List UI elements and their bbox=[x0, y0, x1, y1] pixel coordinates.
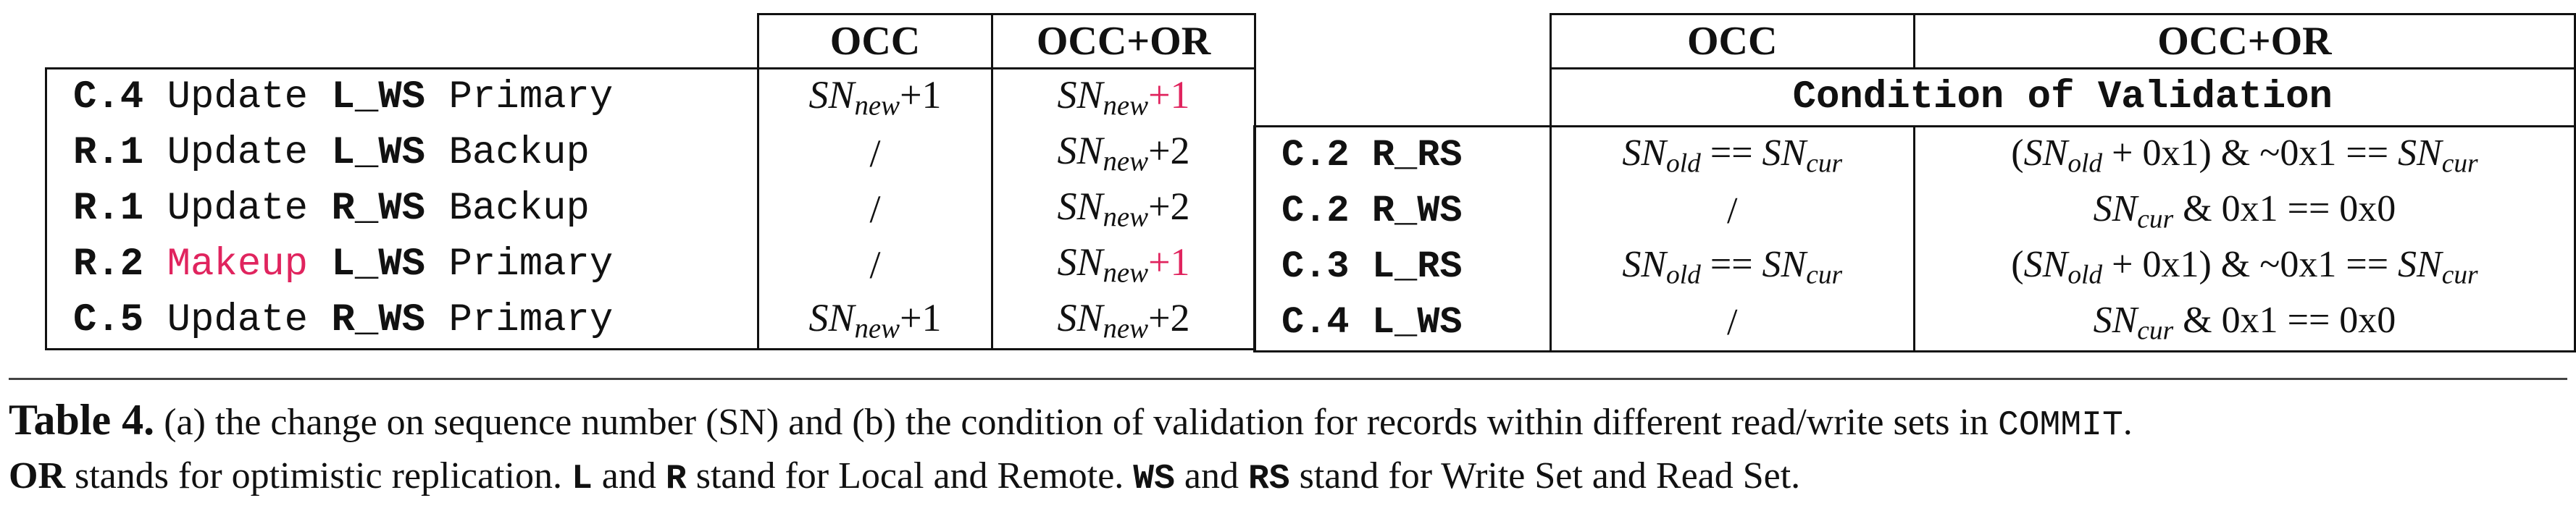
table-a-occ-cell: / bbox=[758, 181, 993, 237]
table-caption: Table 4. (a) the change on sequence numb… bbox=[9, 394, 2566, 504]
op-set: R_WS bbox=[331, 298, 426, 342]
caption-lr-text: stand for Local and Remote. bbox=[695, 455, 1124, 497]
op-kind: Backup bbox=[448, 131, 590, 175]
table-a-occ-or-cell: SNnew+1 bbox=[1057, 73, 1190, 122]
op-verb: Update bbox=[167, 131, 309, 175]
table-b-set: C.4 L_WS bbox=[1254, 295, 1552, 352]
table-a-row: R.1 Update L_WS Backup/SNnew+2 bbox=[46, 125, 1255, 181]
caption-divider bbox=[9, 378, 2567, 380]
caption-l-abbr: L bbox=[571, 460, 593, 499]
caption-line-1: Table 4. (a) the change on sequence numb… bbox=[9, 394, 2566, 451]
table-b-validation-condition: OCC OCC+OR Condition of Validation C.2 R… bbox=[1253, 13, 2576, 352]
table-b-header-occ: OCC bbox=[1549, 13, 1915, 69]
table-a-operation: R.1 Update L_WS Backup bbox=[46, 125, 759, 181]
table-a-header-occ-or: OCC+OR bbox=[991, 13, 1256, 69]
table-a-operation: R.2 Makeup L_WS Primary bbox=[46, 237, 759, 292]
table-b-empty-corner-2 bbox=[1255, 69, 1551, 127]
table-a-occ-cell: SNnew+1 bbox=[758, 68, 993, 125]
op-id: R.1 bbox=[73, 131, 144, 175]
op-kind: Primary bbox=[448, 298, 614, 342]
op-kind: Primary bbox=[448, 75, 614, 119]
table-a-operation: R.1 Update R_WS Backup bbox=[46, 181, 759, 237]
table-a-empty-corner bbox=[46, 14, 758, 69]
table-a-occ-cell: / bbox=[758, 125, 993, 181]
table-b-row: C.2 R_WS/ SNcur & 0x1 == 0x0 bbox=[1254, 183, 2575, 239]
op-kind: Backup bbox=[448, 187, 590, 231]
caption-or-abbr: OR bbox=[9, 455, 65, 497]
table-a-operation: C.4 Update L_WS Primary bbox=[46, 68, 759, 125]
table-a-operation: C.5 Update R_WS Primary bbox=[46, 292, 759, 350]
caption-or-text: stands for optimistic replication. bbox=[75, 455, 562, 497]
op-id: C.5 bbox=[73, 298, 144, 342]
table-a-occ-or-cell: SNnew+2 bbox=[1057, 129, 1190, 177]
table-b-occ-cell: / bbox=[1550, 295, 1915, 352]
table-b-occ-or-cell: SNcur & 0x1 == 0x0 bbox=[2093, 299, 2396, 346]
table-a-header-occ: OCC bbox=[757, 13, 993, 69]
table-b-occ-cell: / bbox=[1550, 183, 1915, 239]
table-b-occ-cell: SNold == SNcur bbox=[1550, 126, 1915, 183]
caption-r-abbr: R bbox=[665, 460, 687, 499]
table-b-header-row: OCC OCC+OR bbox=[1255, 13, 2576, 69]
table-a-occ-or-cell: SNnew+2 bbox=[1057, 185, 1190, 233]
table-b-set: C.2 R_RS bbox=[1254, 126, 1552, 183]
op-set: L_WS bbox=[331, 131, 426, 175]
table-a-row: R.1 Update R_WS Backup/SNnew+2 bbox=[46, 181, 1255, 237]
op-set: L_WS bbox=[331, 242, 426, 287]
table-a-occ-cell: SNnew+1 bbox=[758, 292, 993, 350]
op-verb: Update bbox=[167, 298, 309, 342]
table-b-occ-cell: SNold == SNcur bbox=[1550, 239, 1915, 295]
caption-text-1: (a) the change on sequence number (SN) a… bbox=[164, 402, 1989, 443]
table-b-subheader: Condition of Validation bbox=[1549, 67, 2576, 127]
table-b-occ-or-cell: (SNold + 0x1) & ~0x1 == SNcur bbox=[2011, 243, 2478, 290]
table-b-occ-or-cell: SNcur & 0x1 == 0x0 bbox=[2093, 187, 2396, 235]
table-a-occ-cell: / bbox=[758, 237, 993, 292]
op-set: R_WS bbox=[331, 187, 426, 231]
op-set: L_WS bbox=[331, 75, 426, 119]
table-b-set: C.2 R_WS bbox=[1254, 183, 1552, 239]
table-a-row: R.2 Makeup L_WS Primary/SNnew+1 bbox=[46, 237, 1255, 292]
op-verb: Update bbox=[167, 187, 309, 231]
caption-rs-abbr: RS bbox=[1248, 460, 1290, 499]
table-b-row: C.4 L_WS/ SNcur & 0x1 == 0x0 bbox=[1254, 295, 2575, 352]
table-b-set: C.3 L_RS bbox=[1254, 239, 1552, 295]
table-b-occ-or-cell: (SNold + 0x1) & ~0x1 == SNcur bbox=[2011, 132, 2478, 179]
table-a-occ-or-cell: SNnew+2 bbox=[1057, 296, 1190, 345]
caption-line-2: OR stands for optimistic replication. L … bbox=[9, 451, 2566, 504]
op-verb: Makeup bbox=[167, 242, 309, 287]
table-b-empty-corner bbox=[1255, 14, 1551, 69]
op-id: C.4 bbox=[73, 75, 144, 119]
table-b-header-occ-or: OCC+OR bbox=[1912, 13, 2576, 69]
caption-commit: COMMIT bbox=[1997, 406, 2123, 445]
caption-and-2: and bbox=[1184, 455, 1239, 497]
caption-wsrs-text: stand for Write Set and Read Set. bbox=[1299, 455, 1801, 497]
caption-label: Table 4. bbox=[9, 396, 155, 444]
table-b-subheader-row: Condition of Validation bbox=[1255, 67, 2576, 127]
op-verb: Update bbox=[167, 75, 309, 119]
op-kind: Primary bbox=[448, 242, 614, 287]
op-id: R.2 bbox=[73, 242, 144, 287]
table-a-header-row: OCC OCC+OR bbox=[46, 13, 1256, 69]
op-id: R.1 bbox=[73, 187, 144, 231]
caption-period: . bbox=[2123, 402, 2133, 443]
caption-and-1: and bbox=[601, 455, 656, 497]
table-a-occ-or-cell: SNnew+1 bbox=[1057, 240, 1190, 289]
caption-ws-abbr: WS bbox=[1133, 460, 1175, 499]
